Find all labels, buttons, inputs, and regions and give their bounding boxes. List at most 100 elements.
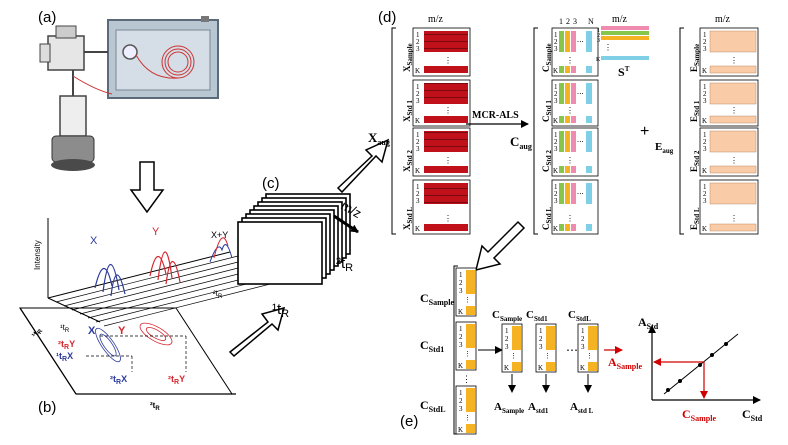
c-row-label: 1 (554, 131, 558, 139)
c-col-fill (571, 31, 576, 52)
cube-2tr: ²tR (336, 255, 353, 274)
e-small-sample-fill (512, 326, 521, 350)
panel-label-a: (a) (38, 9, 56, 26)
e-small-std1-a-label: Astd1 (528, 401, 549, 415)
e-stack-stdl-dots: ⋮ (464, 414, 471, 422)
e-hdots: ⋯ (566, 343, 578, 357)
c-col-n-fill (586, 83, 592, 104)
detector-base (51, 135, 95, 163)
c-dots: ⋮ (566, 106, 574, 115)
c-row-label: 1 (554, 83, 558, 91)
c-col-n-fill-bottom (586, 116, 592, 123)
c-row-label: 3 (554, 145, 558, 153)
e-small-sample-fill-bottom (512, 362, 521, 371)
x-row-label: 3 (416, 197, 420, 205)
c-row-label: 2 (554, 90, 558, 98)
x-row-label: 2 (416, 90, 420, 98)
e-row-label: 3 (703, 97, 707, 105)
e-small-sample-a-label: ASample (494, 401, 524, 415)
c-col-3: 3 (573, 17, 577, 26)
x-dots: ⋮ (444, 156, 452, 165)
e-small-stdl-dots: ⋮ (586, 352, 593, 360)
contour-axis-2tr: ²tR (150, 401, 160, 412)
e-block-label: EStd 1 (689, 100, 701, 122)
e-block-bottom (709, 115, 757, 124)
x-row-label: 1 (416, 83, 420, 91)
c-col-fill (559, 131, 564, 152)
spectra-matrix: m/z 1 2 3 ⋮ K ST (596, 14, 649, 79)
c-col-fill-bottom (565, 224, 570, 231)
e-small-stdl-row: 2 (581, 335, 585, 343)
contour-2tr-y: ²tRY (58, 339, 75, 351)
contour-y-label: Y (118, 325, 126, 337)
c-col-fill-bottom (571, 224, 576, 231)
e-small-stdl-c-label: CStdL (568, 309, 591, 323)
oven-window (115, 29, 211, 91)
mcr-als-label: MCR-ALS (472, 110, 519, 121)
c-col-n-fill-bottom (586, 66, 592, 73)
e-dots: ⋮ (730, 214, 738, 223)
c-col-fill-bottom (565, 166, 570, 173)
c-row-label: 1 (554, 183, 558, 191)
c-col-n-fill (586, 131, 592, 152)
e-row-k: K (702, 167, 707, 175)
c-col-n: N (588, 17, 594, 26)
x-block-top (424, 131, 468, 152)
x-row-label: 3 (416, 145, 420, 153)
c-std-axis-label: CStd (742, 407, 763, 423)
c-col-fill (565, 31, 570, 52)
arrow-a-to-b (129, 161, 165, 214)
c-col-fill-bottom (559, 166, 564, 173)
e-row-label: 1 (703, 83, 707, 91)
e-small-std1-c-label: CStd1 (526, 309, 548, 323)
e-small-std1-fill (546, 326, 555, 350)
e-block-label: EStd L (689, 207, 701, 230)
e-row-label: 2 (703, 138, 707, 146)
e-small-std1-fill-bottom (546, 362, 555, 371)
contour-axis-1tr: ¹tR (30, 326, 45, 340)
svg-text:2: 2 (597, 33, 600, 39)
e-row-label: 3 (703, 145, 707, 153)
x-row-label: 2 (416, 138, 420, 146)
c-row-label: 3 (554, 197, 558, 205)
c-hdots: ⋮ (576, 190, 584, 197)
c-row-label: 2 (554, 190, 558, 198)
c-hdots: ⋮ (576, 38, 584, 45)
contour-2tr-y-b: ²tRY (168, 374, 185, 386)
c-col-n-fill (586, 183, 592, 204)
x-block-label: XStd 1 (402, 100, 414, 122)
x-mz-label: m/z (428, 14, 444, 25)
c-col-fill-bottom (571, 166, 576, 173)
e-block-top (709, 82, 757, 105)
calibration-points (666, 342, 728, 392)
e-row-label: 1 (703, 183, 707, 191)
contour-2tr-x: ²tRX (110, 374, 127, 386)
injector (47, 35, 85, 71)
x-row-label: 1 (416, 31, 420, 39)
panel-label-c: (c) (262, 175, 280, 192)
summed-profile-blue (209, 244, 233, 263)
e-dots: ⋮ (730, 56, 738, 65)
c-block-label: CStd L (541, 207, 553, 230)
e-row-k: K (702, 67, 707, 75)
e-block-label: EStd 2 (689, 150, 701, 172)
peak-xy-label: X+Y (211, 230, 228, 240)
c-row-label: 3 (554, 97, 558, 105)
c-sample-axis-label: CSample (682, 407, 716, 423)
e-stack-std1-row: 2 (459, 333, 463, 341)
e-stack-std1-k: K (458, 362, 463, 370)
e-stack-sample-fill-bottom (466, 306, 475, 315)
e-small-stdl-row: 1 (581, 327, 585, 335)
e-dots: ⋮ (730, 156, 738, 165)
e-small-sample-row: 3 (505, 343, 509, 351)
st-label: ST (618, 65, 630, 79)
x-block-top (424, 83, 468, 104)
s-mz-label: m/z (612, 14, 628, 25)
e-stack-sample-dots: ⋮ (464, 296, 471, 304)
svg-text:1: 1 (597, 28, 600, 34)
x-block-bottom (424, 116, 468, 123)
e-small-std1-k: K (538, 364, 543, 372)
